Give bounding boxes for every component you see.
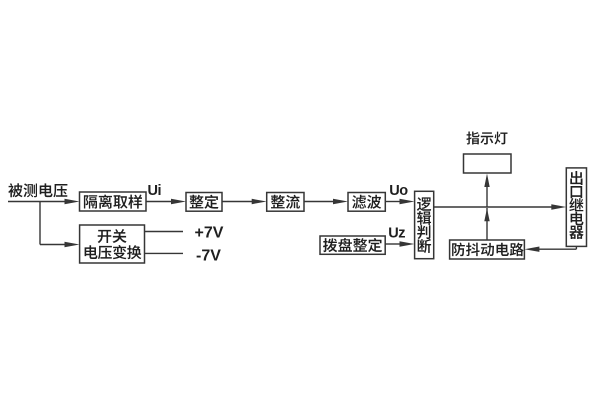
svg-text:+7V: +7V bbox=[195, 225, 224, 242]
svg-text:Uz: Uz bbox=[388, 225, 405, 241]
svg-text:-7V: -7V bbox=[196, 248, 221, 265]
svg-text:Ui: Ui bbox=[148, 183, 162, 199]
svg-text:Uo: Uo bbox=[389, 183, 408, 199]
